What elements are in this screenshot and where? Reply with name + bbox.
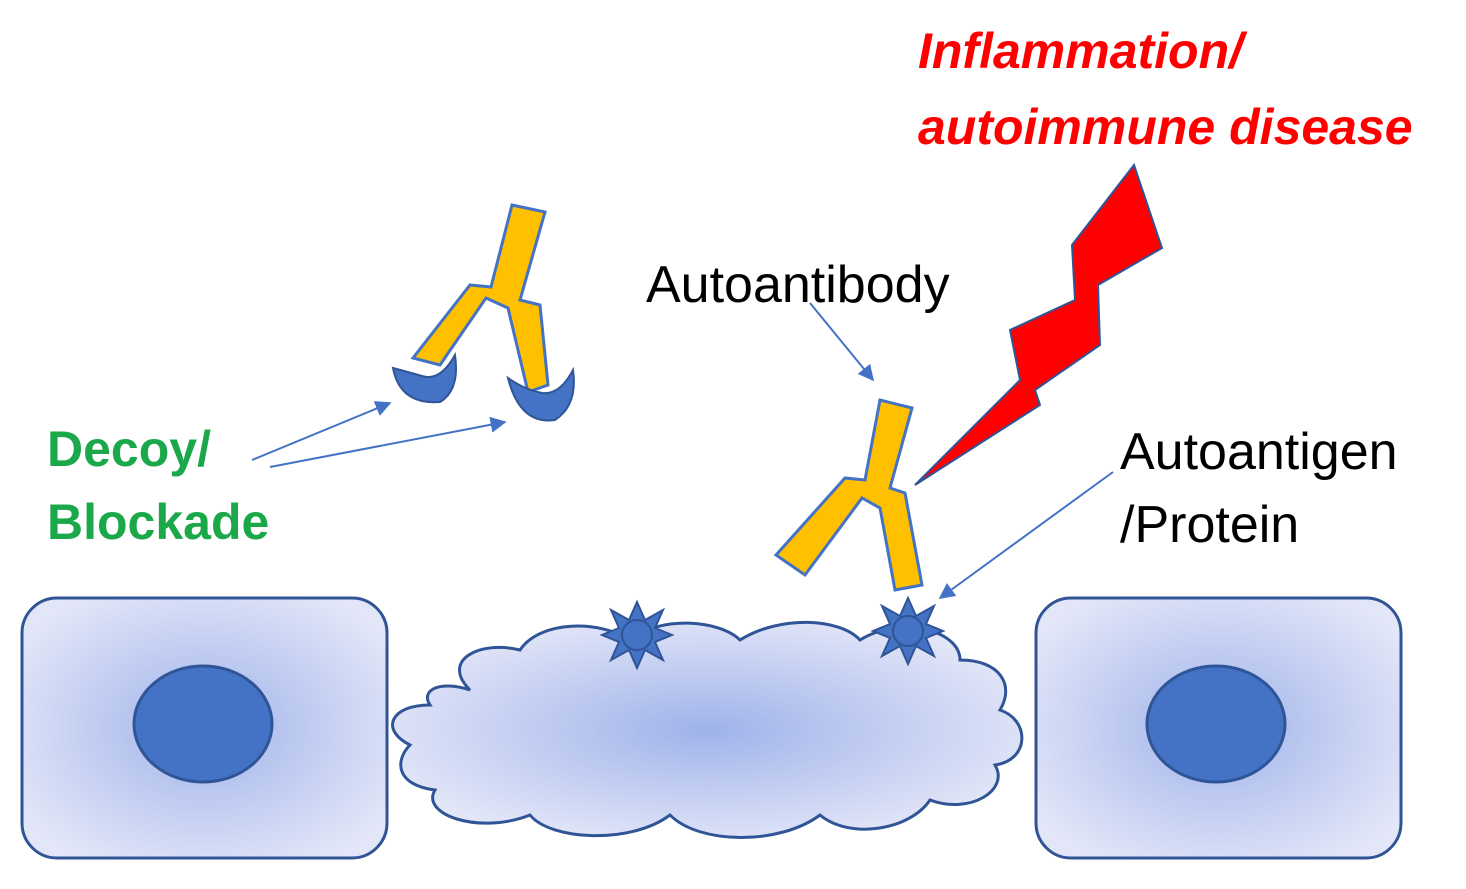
autoantigen-arrow [938,471,1114,599]
decoy-antibody-icon [391,203,575,422]
decoy-blocker-right [506,366,575,422]
autoantibody-label: Autoantibody [646,256,950,314]
right-cell [1034,596,1403,860]
inflammation-label-line1: Inflammation/ [918,23,1244,79]
inflammation-label-line2: autoimmune disease [918,99,1413,155]
antigen-star-left [599,599,675,671]
lightning-bolt-icon [914,162,1164,486]
tissue-cloud-icon [391,620,1024,839]
decoy-arrow-2 [269,416,507,468]
decoy-label-line1: Decoy/ [47,421,211,477]
autoantigen-label-line1: Autoantigen [1120,423,1398,481]
decoy-blocker-left [391,351,457,404]
left-cell [20,596,389,860]
autoantibody-icon [773,398,924,592]
decoy-arrow-1 [251,401,392,461]
decoy-label-line2: Blockade [47,494,270,550]
antigen-star-right [870,595,946,667]
left-cell-nucleus [132,664,274,784]
right-cell-nucleus [1145,664,1287,784]
autoantibody-arrow [809,302,875,382]
autoantigen-label-line2: /Protein [1120,496,1300,554]
